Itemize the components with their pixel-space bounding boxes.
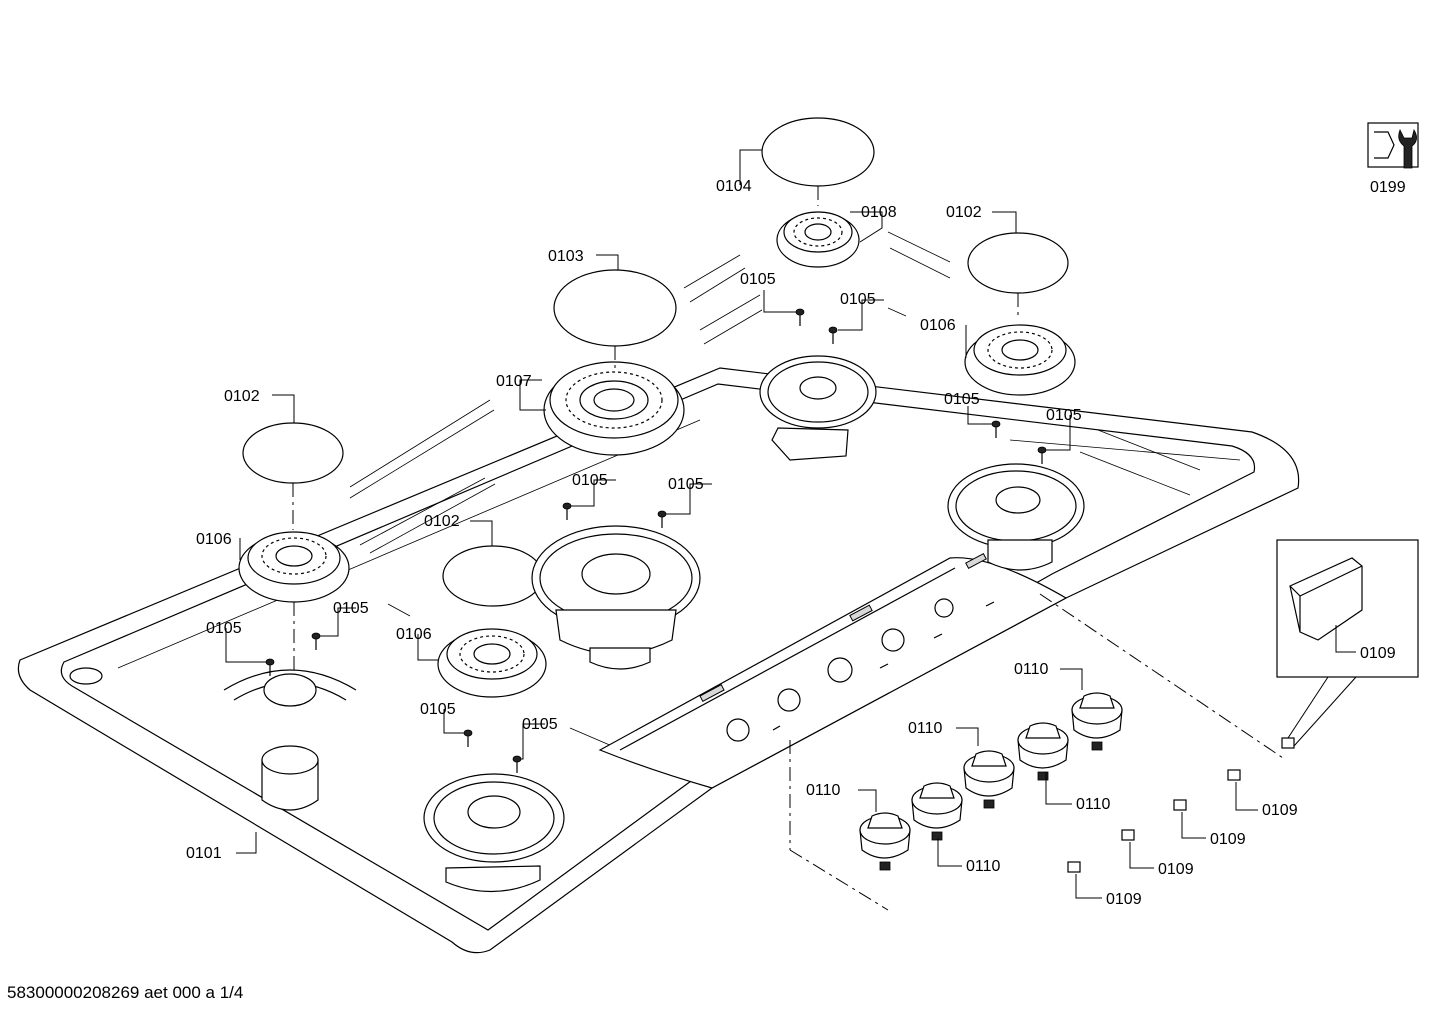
label-0105: 0105	[572, 472, 608, 489]
wrench-and-nut-icon	[1367, 122, 1419, 169]
label-0105: 0105	[840, 291, 876, 308]
label-0110: 0110	[1076, 796, 1111, 813]
label-0109-detail: 0109	[1360, 645, 1396, 662]
burner-head-0106-left	[238, 531, 350, 603]
label-0107: 0107	[496, 373, 532, 390]
control-knob-3	[963, 750, 1015, 809]
screw-icon	[828, 326, 838, 344]
burner-head-0106-right	[964, 324, 1076, 396]
label-0102-right: 0102	[946, 204, 982, 221]
knob-hole-4	[881, 628, 905, 652]
screw-icon	[562, 502, 572, 520]
label-0106-left: 0106	[196, 531, 232, 548]
label-0105: 0105	[740, 271, 776, 288]
label-0109: 0109	[1262, 802, 1298, 819]
burner-heads	[238, 211, 1076, 698]
cap-0103	[553, 269, 677, 347]
label-0199: 0199	[1370, 179, 1406, 196]
cap-0102-left	[242, 422, 344, 484]
label-0102-mid: 0102	[424, 513, 460, 530]
burner-head-0108	[776, 211, 860, 268]
label-0109: 0109	[1158, 861, 1194, 878]
label-0110: 0110	[806, 782, 841, 799]
label-0105: 0105	[333, 600, 369, 617]
control-knob-4	[1017, 722, 1069, 781]
clip-0109	[1227, 769, 1241, 781]
cap-0102-mid	[442, 545, 544, 607]
label-0110: 0110	[1014, 661, 1049, 678]
clips-0109	[1067, 737, 1295, 873]
assembly-centerlines	[292, 186, 1287, 911]
burner-head-0106-mid	[437, 628, 547, 698]
label-0105: 0105	[522, 716, 558, 733]
screw-icon	[463, 729, 473, 747]
part-labels: 0104 0108 0102 0103 0105 0105 0106 0107 …	[186, 178, 1406, 908]
label-0105: 0105	[668, 476, 704, 493]
knobs-0110	[859, 692, 1123, 871]
burner-head-0107	[543, 361, 685, 456]
label-0102-left: 0102	[224, 388, 260, 405]
leader-lines	[225, 149, 1356, 899]
detail-box-0109	[1276, 539, 1419, 747]
label-0106-right: 0106	[920, 317, 956, 334]
knob-hole-1	[726, 718, 750, 742]
burner-bases	[223, 355, 1085, 893]
screw-icon	[311, 632, 321, 650]
control-knob-2	[911, 782, 963, 841]
cap-0104	[761, 117, 875, 187]
label-0105: 0105	[1046, 407, 1082, 424]
control-knob-1	[859, 812, 911, 871]
clip-0109	[1067, 861, 1081, 873]
clip-0109	[1121, 829, 1135, 841]
control-panel	[598, 552, 1068, 789]
screws-0105	[265, 308, 1047, 773]
label-0110: 0110	[966, 858, 1001, 875]
grate-slashes	[349, 231, 1201, 759]
label-0110: 0110	[908, 720, 943, 737]
screw-icon	[795, 308, 805, 326]
label-0108: 0108	[861, 204, 897, 221]
label-0109: 0109	[1106, 891, 1142, 908]
label-0105: 0105	[944, 391, 980, 408]
control-knob-5	[1071, 692, 1123, 751]
knob-hole-2	[777, 688, 801, 712]
label-0106-mid: 0106	[396, 626, 432, 643]
drawing-number: 58300000208269 aet 000 a 1/4	[7, 983, 243, 1002]
clip-0109	[1281, 737, 1295, 749]
label-0103: 0103	[548, 248, 584, 265]
label-0104: 0104	[716, 178, 752, 195]
clip-0109	[1173, 799, 1187, 811]
label-0101: 0101	[186, 845, 222, 862]
cap-0102-right	[967, 232, 1069, 294]
label-0109: 0109	[1210, 831, 1246, 848]
burner-caps	[242, 117, 1069, 607]
label-0105: 0105	[206, 620, 242, 637]
knob-hole-3	[827, 657, 853, 683]
label-0105: 0105	[420, 701, 456, 718]
knob-hole-5	[934, 598, 954, 618]
